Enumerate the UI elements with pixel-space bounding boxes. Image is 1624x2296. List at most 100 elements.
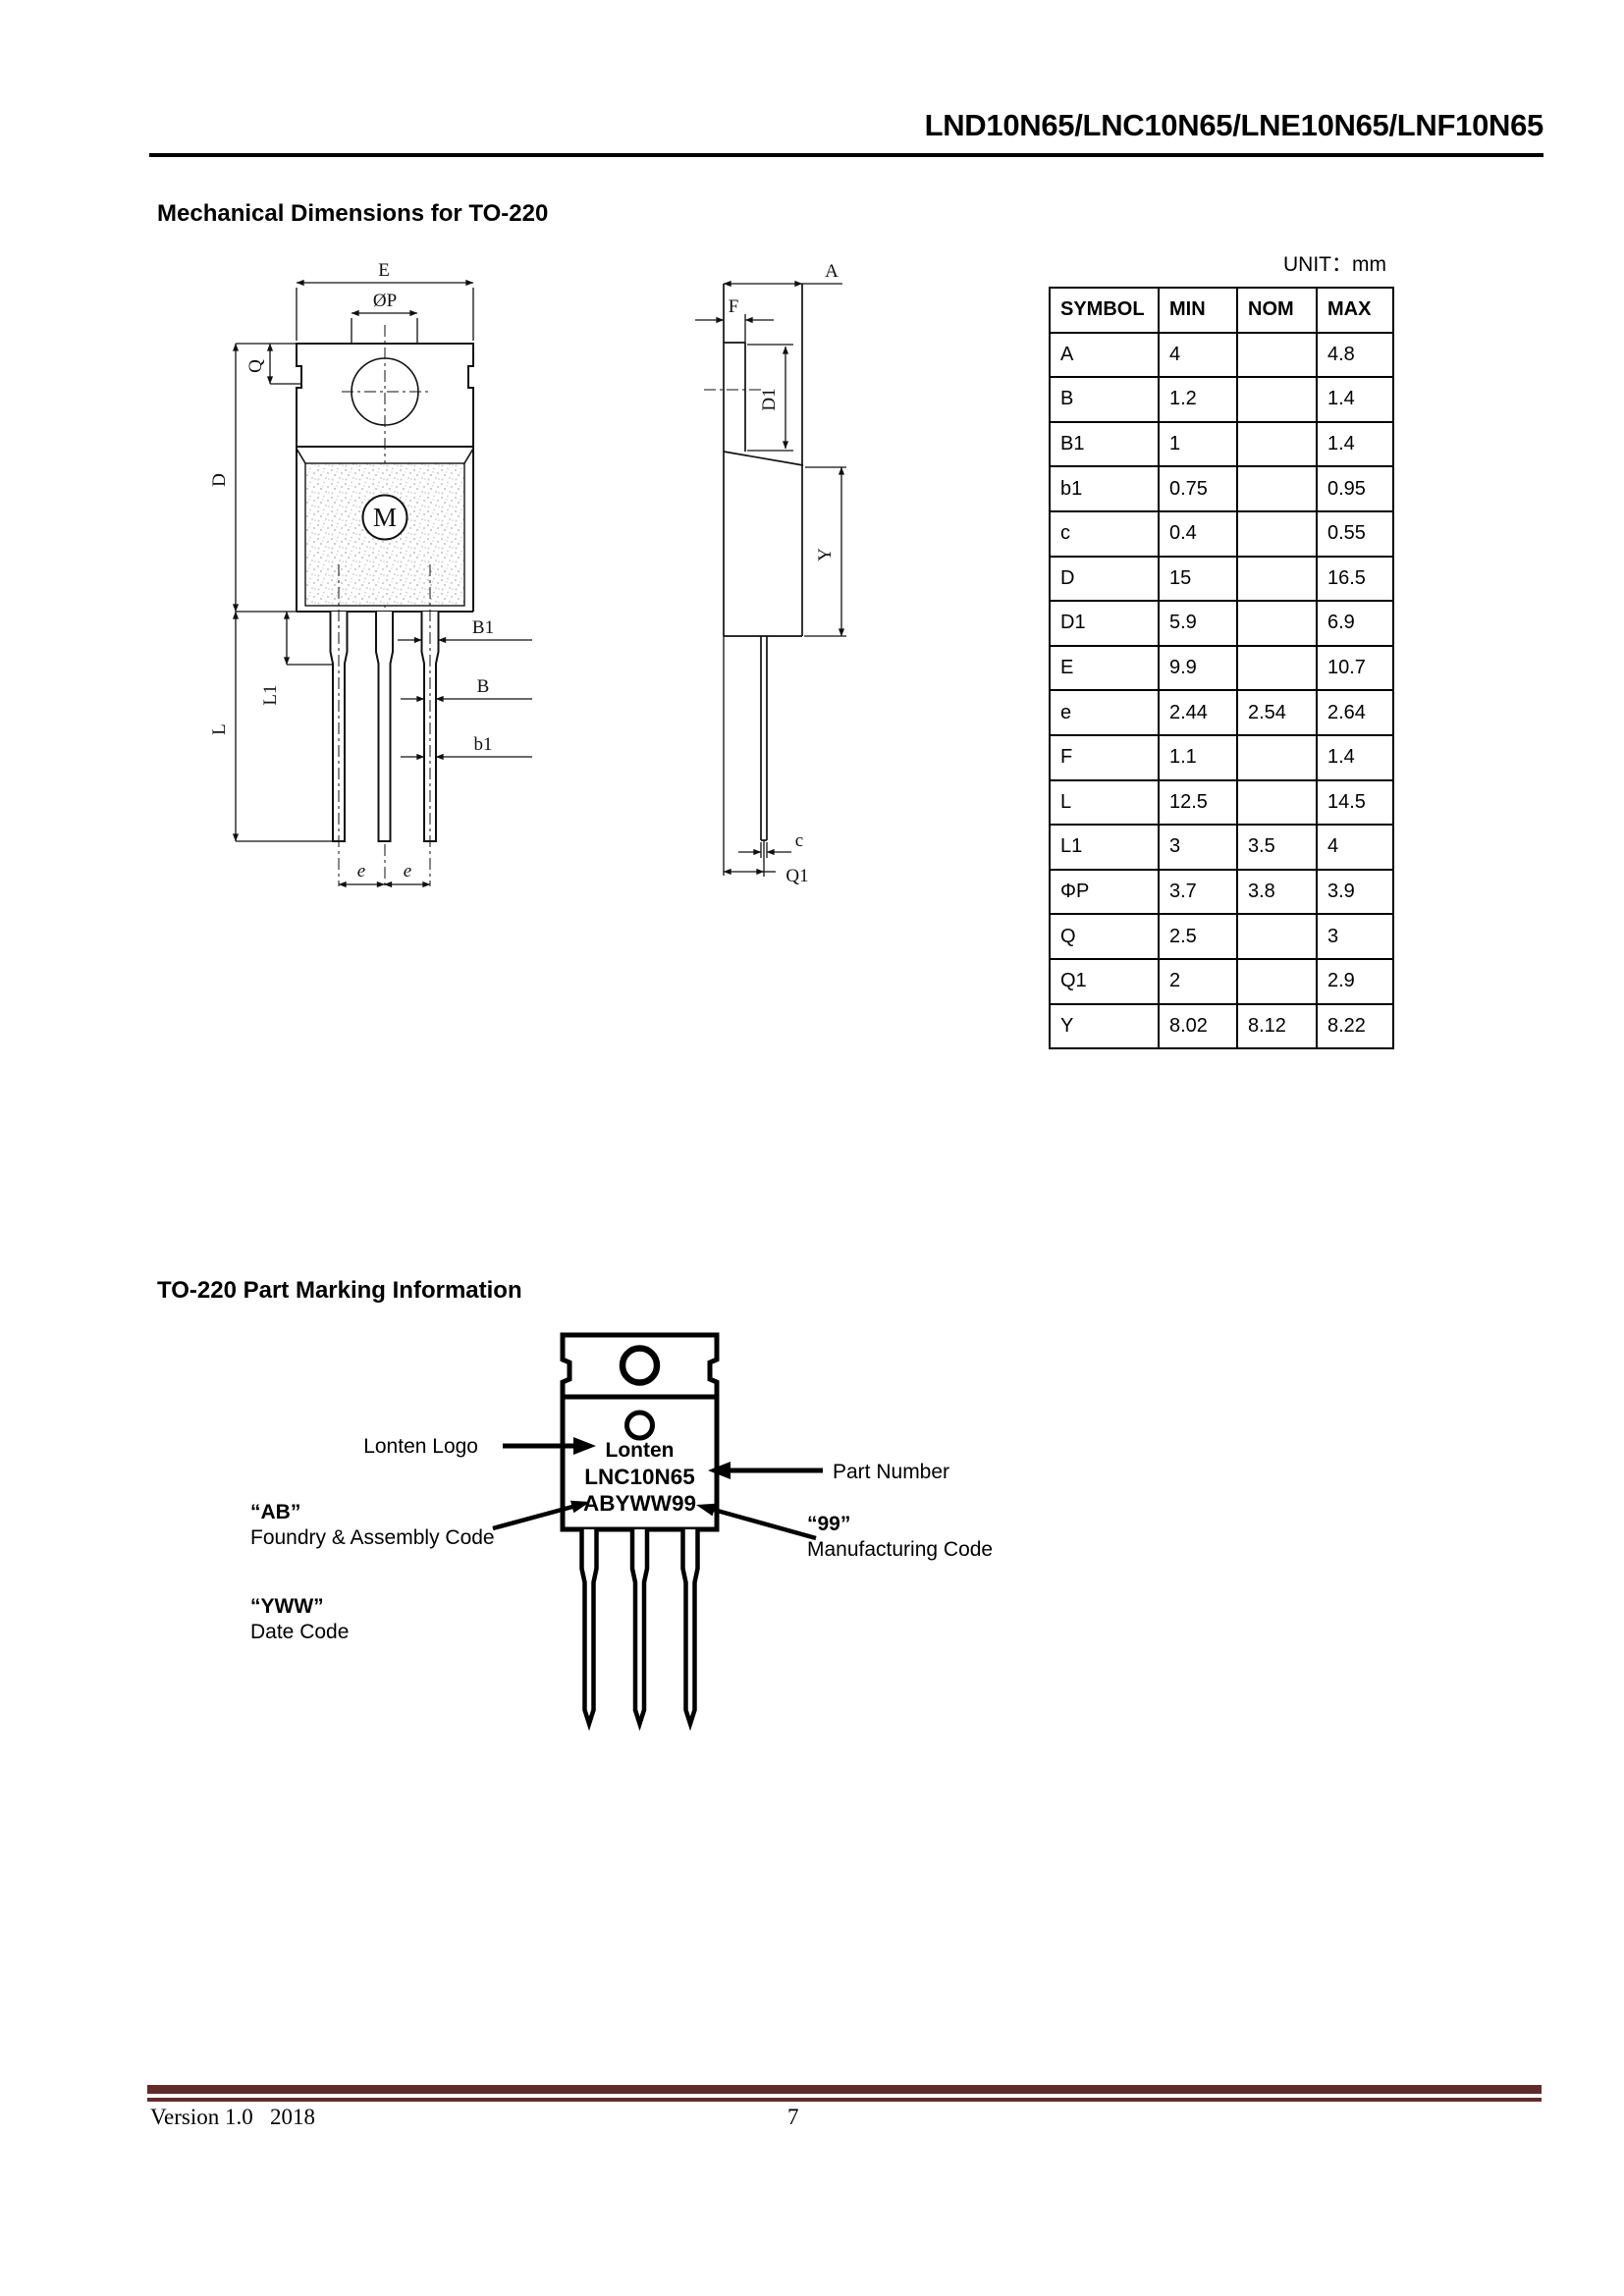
cell-symbol: Q [1049,913,1160,960]
cell-symbol: ΦP [1049,868,1160,916]
mechanical-drawing: E ØP Q D L1 L B1 B b1 e e M [209,260,846,888]
cell-max: 6.9 [1316,600,1394,647]
marking-part-number: LNC10N65 [584,1465,695,1489]
cell-max: 3.9 [1316,868,1394,916]
date-code-label: Date Code [250,1621,350,1643]
dim-label-b1: b1 [474,734,493,755]
cell-max: 2.64 [1316,689,1394,736]
cell-min: 0.75 [1158,465,1238,512]
col-header-max: MAX [1316,287,1394,334]
marking-text: Lonten LNC10N65 ABYWW99 [583,1439,696,1516]
cell-nom [1236,957,1318,1005]
marking-mounting-hole [619,1345,661,1386]
cell-symbol: D [1049,555,1160,603]
footer-rule-thick [147,2085,1542,2094]
lead-2 [375,612,394,842]
dim-label-Q: Q [245,359,266,373]
dim-label-e-left: e [357,861,365,881]
dim-label-Q1: Q1 [785,866,808,886]
cell-nom: 3.8 [1236,868,1318,916]
cell-max: 1.4 [1316,376,1394,423]
cell-max: 0.95 [1316,465,1394,512]
marking-package [560,1332,720,1732]
table-header-row: SYMBOL MIN NOM MAX [1049,287,1394,334]
cell-max: 0.55 [1316,509,1394,558]
col-header-min: MIN [1158,287,1238,334]
cell-nom [1236,509,1318,558]
dim-label-c: c [795,830,803,851]
cell-max: 4.8 [1316,331,1394,379]
dim-label-E: E [378,260,390,281]
section-heading-mechanical: Mechanical Dimensions for TO-220 [157,200,549,227]
foundry-code-label: Foundry & Assembly Code [250,1526,495,1549]
mfg-code-arrow [713,1507,817,1541]
unit-label: UNIT：mm [1283,253,1386,276]
header-rule [149,153,1543,157]
cell-nom [1236,465,1318,512]
cell-max: 16.5 [1316,555,1394,603]
page-title: LND10N65/LNC10N65/LNE10N65/LNF10N65 [924,108,1544,142]
dim-label-B1: B1 [472,617,494,638]
dim-label-e-right: e [404,861,411,881]
cell-nom [1236,778,1318,827]
cell-nom [1236,644,1318,692]
col-header-symbol: SYMBOL [1049,287,1160,334]
cell-symbol: L1 [1049,824,1160,871]
cell-min: 4 [1158,331,1238,379]
mfg-code-label: Manufacturing Code [807,1538,994,1561]
cell-nom: 2.54 [1236,689,1318,736]
footer-rule-thin [147,2098,1542,2102]
marking-lead-1 [579,1529,599,1732]
cell-min: 12.5 [1158,778,1238,827]
dim-label-L: L [209,723,230,735]
dim-label-F: F [729,296,739,317]
foundry-code-arrow [492,1504,573,1531]
cell-symbol: F [1049,733,1160,781]
cell-nom [1236,733,1318,781]
dim-label-L1: L1 [260,684,281,705]
cell-min: 1.1 [1158,733,1238,781]
cell-max: 8.22 [1316,1002,1394,1050]
dim-label-Y: Y [815,548,836,561]
cell-nom [1236,420,1318,468]
cell-nom: 8.12 [1236,1002,1318,1050]
cell-symbol: E [1049,644,1160,692]
cell-min: 15 [1158,555,1238,603]
dim-label-B: B [477,676,490,697]
part-marking-drawing: Lonten LNC10N65 ABYWW99 [492,1332,823,1732]
cell-max: 10.7 [1316,644,1394,692]
cell-symbol: e [1049,689,1160,736]
cell-max: 1.4 [1316,733,1394,781]
side-view-labels: A F D1 Y c Q1 [729,261,839,886]
cell-min: 9.9 [1158,644,1238,692]
cell-max: 4 [1316,824,1394,871]
cell-symbol: c [1049,509,1160,558]
cell-min: 2 [1158,957,1238,1005]
logo-letter-m: M [373,503,397,532]
cell-nom: 3.5 [1236,824,1318,871]
marking-logo-circle [624,1410,655,1441]
cell-symbol: Y [1049,1002,1160,1050]
dim-label-A: A [825,261,839,282]
callout-date-code: “YWW” Date Code [250,1594,349,1645]
cell-max: 1.4 [1316,420,1394,468]
cell-min: 8.02 [1158,1002,1238,1050]
cell-min: 5.9 [1158,600,1238,647]
marking-code: ABYWW99 [583,1491,696,1516]
cell-nom [1236,331,1318,379]
cell-symbol: L [1049,778,1160,827]
cell-max: 3 [1316,913,1394,960]
marking-logo-text: Lonten [606,1439,675,1462]
mfg-code-text: “99” [807,1513,851,1535]
cell-nom [1236,913,1318,960]
